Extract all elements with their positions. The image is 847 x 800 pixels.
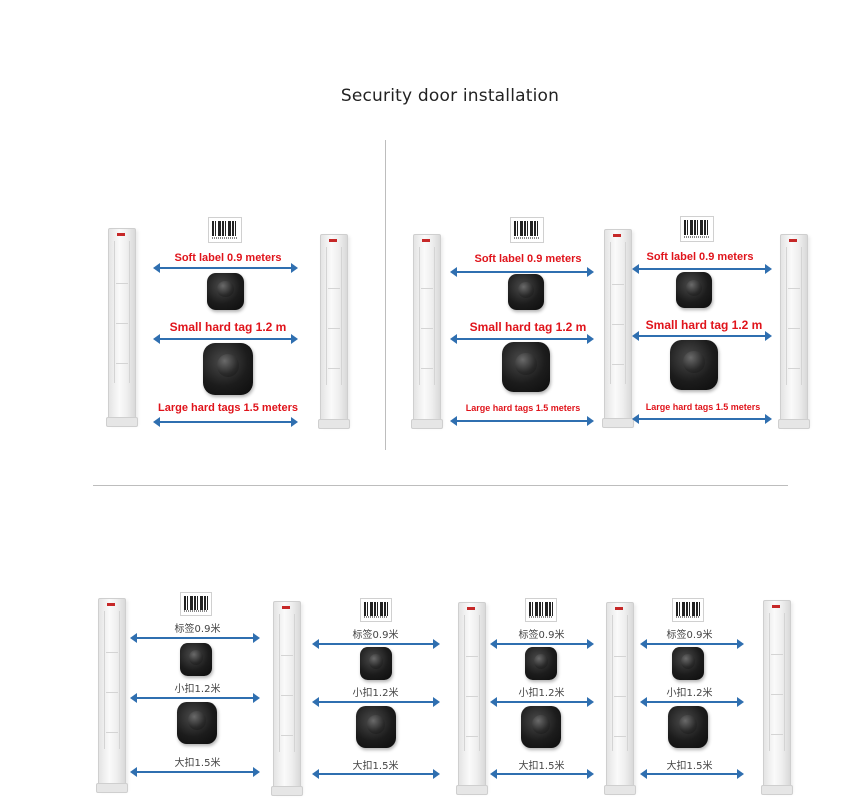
large-hard-tag-range-label: 大扣1.5米 — [174, 758, 221, 769]
range-arrow — [490, 769, 594, 779]
range-arrow — [312, 639, 440, 649]
range-arrow — [640, 639, 744, 649]
soft-label-range-label: 标签0.9米 — [352, 630, 399, 641]
soft-label-icon — [208, 217, 242, 243]
range-arrow — [312, 769, 440, 779]
soft-label-range-label: 标签0.9米 — [666, 630, 713, 641]
soft-label-range-label: Soft label 0.9 meters — [474, 253, 582, 265]
antenna-gate — [96, 598, 128, 793]
soft-label-range-label: Soft label 0.9 meters — [646, 251, 754, 263]
range-arrow — [450, 267, 594, 277]
large-hard-tag-icon — [521, 706, 561, 748]
small-hard-tag-range-label: Small hard tag 1.2 m — [645, 318, 763, 332]
small-hard-tag-range-label: Small hard tag 1.2 m — [169, 320, 287, 334]
page-title: Security door installation — [340, 86, 560, 106]
large-hard-tag-range-label: 大扣1.5米 — [352, 761, 399, 772]
large-hard-tag-range-label: 大扣1.5米 — [666, 761, 713, 772]
range-arrow — [153, 263, 298, 273]
range-arrow — [130, 633, 260, 643]
soft-label-icon — [672, 598, 704, 622]
soft-label-range-label: 标签0.9米 — [518, 630, 565, 641]
large-hard-tag-range-label: 大扣1.5米 — [518, 761, 565, 772]
antenna-gate — [271, 601, 303, 796]
small-hard-tag-range-label: 小扣1.2米 — [352, 688, 399, 699]
range-arrow — [153, 334, 298, 344]
range-arrow — [153, 417, 298, 427]
soft-label-icon — [680, 216, 714, 242]
large-hard-tag-icon — [203, 343, 253, 395]
large-hard-tag-range-label: Large hard tags 1.5 meters — [645, 402, 761, 412]
small-hard-tag-range-label: 小扣1.2米 — [174, 684, 221, 695]
range-arrow — [640, 769, 744, 779]
antenna-gate — [602, 229, 634, 428]
small-hard-tag-icon — [508, 274, 544, 310]
large-hard-tag-range-label: Large hard tags 1.5 meters — [157, 402, 298, 414]
soft-label-range-label: 标签0.9米 — [174, 624, 221, 635]
range-arrow — [450, 334, 594, 344]
range-arrow — [490, 697, 594, 707]
range-arrow — [130, 693, 260, 703]
range-arrow — [490, 639, 594, 649]
large-hard-tag-icon — [177, 702, 217, 744]
soft-label-icon — [510, 217, 544, 243]
large-hard-tag-icon — [668, 706, 708, 748]
antenna-gate — [456, 602, 488, 795]
small-hard-tag-icon — [676, 272, 712, 308]
small-hard-tag-range-label: 小扣1.2米 — [518, 688, 565, 699]
antenna-gate — [318, 234, 350, 429]
large-hard-tag-icon — [502, 342, 550, 392]
soft-label-icon — [180, 592, 212, 616]
range-arrow — [632, 414, 772, 424]
small-hard-tag-icon — [672, 647, 704, 680]
small-hard-tag-range-label: 小扣1.2米 — [666, 688, 713, 699]
soft-label-range-label: Soft label 0.9 meters — [174, 252, 282, 264]
range-arrow — [312, 697, 440, 707]
large-hard-tag-range-label: Large hard tags 1.5 meters — [465, 403, 581, 413]
large-hard-tag-icon — [670, 340, 718, 390]
antenna-gate — [106, 228, 138, 427]
small-hard-tag-icon — [180, 643, 212, 676]
soft-label-icon — [360, 598, 392, 622]
antenna-gate — [411, 234, 443, 429]
vertical-divider — [385, 140, 386, 450]
antenna-gate — [761, 600, 793, 795]
small-hard-tag-icon — [525, 647, 557, 680]
range-arrow — [130, 767, 260, 777]
small-hard-tag-icon — [207, 273, 244, 310]
range-arrow — [632, 264, 772, 274]
range-arrow — [450, 416, 594, 426]
antenna-gate — [778, 234, 810, 429]
large-hard-tag-icon — [356, 706, 396, 748]
horizontal-divider — [93, 485, 788, 486]
soft-label-icon — [525, 598, 557, 622]
antenna-gate — [604, 602, 636, 795]
small-hard-tag-range-label: Small hard tag 1.2 m — [469, 320, 587, 334]
small-hard-tag-icon — [360, 647, 392, 680]
range-arrow — [632, 331, 772, 341]
range-arrow — [640, 697, 744, 707]
